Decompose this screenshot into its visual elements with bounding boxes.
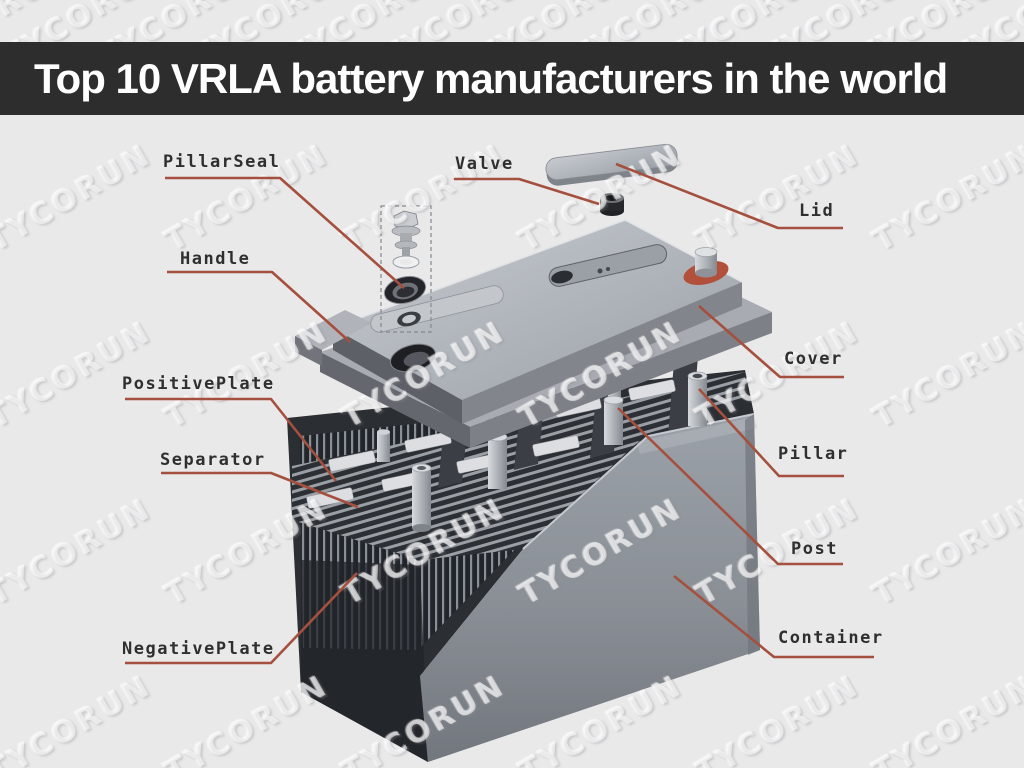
watermark-text: TYCORUN (690, 314, 866, 436)
leader-line-valve (453, 177, 600, 206)
lid-shape (545, 143, 678, 186)
leader-line-cover (698, 305, 844, 379)
watermark-text: TYCORUN (0, 491, 158, 613)
watermark-text: TYCORUN (513, 137, 689, 259)
part-label-separator: Separator (160, 450, 266, 470)
plate-stack (287, 370, 754, 762)
watermark-text: TYCORUN (690, 668, 866, 768)
leader-line-negative-plate (125, 572, 358, 665)
page-title: Top 10 VRLA battery manufacturers in the… (34, 54, 948, 102)
watermark-text: TYCORUN (0, 314, 158, 436)
cell-straps (377, 359, 621, 462)
leader-line-positive-plate (125, 397, 338, 482)
terminal-seal-ring (683, 247, 729, 286)
watermark-text: TYCORUN (690, 137, 866, 259)
watermark-text: TYCORUN (336, 314, 512, 436)
pillar-seal-assembly (380, 205, 432, 333)
watermark-text: TYCORUN (0, 137, 158, 259)
vent-slot (548, 244, 668, 287)
part-label-container: Container (778, 628, 884, 648)
leader-line-pillar-seal (165, 176, 405, 289)
watermark-text: TYCORUN (159, 314, 335, 436)
watermark-text: TYCORUN (513, 668, 689, 768)
watermark-text: TYCORUN (513, 491, 689, 613)
part-label-lid: Lid (799, 201, 835, 221)
leader-line-lid (615, 162, 843, 230)
watermark-text: TYCORUN (159, 668, 335, 768)
watermark-text: TYCORUN (336, 137, 512, 259)
plate-stack-and-container (287, 356, 760, 762)
part-label-pillar: Pillar (778, 444, 849, 464)
watermark-text: TYCORUN (336, 668, 512, 768)
watermark-text: TYCORUN (336, 491, 512, 613)
leader-line-post (617, 407, 843, 566)
watermark-text: TYCORUN (867, 137, 1024, 259)
watermark-text: TYCORUN (159, 137, 335, 259)
part-label-pillar-seal: PillarSeal (163, 152, 281, 172)
watermark-text: TYCORUN (513, 314, 689, 436)
part-label-valve: Valve (455, 154, 514, 174)
leader-line-container (673, 574, 874, 659)
post-shapes (411, 395, 624, 532)
leader-line-separator (161, 471, 359, 509)
leader-line-handle (167, 270, 351, 343)
watermark-text: TYCORUN (159, 491, 335, 613)
part-label-cover: Cover (784, 349, 843, 369)
pillar-shape (687, 371, 708, 426)
part-label-negative-plate: NegativePlate (122, 639, 275, 659)
part-label-handle: Handle (180, 249, 251, 269)
watermark-text: TYCORUN (867, 491, 1024, 613)
watermark-text: TYCORUN (0, 668, 158, 768)
part-label-positive-plate: PositivePlate (122, 374, 275, 394)
watermark-text: TYCORUN (867, 668, 1024, 768)
watermark-text: TYCORUN (867, 314, 1024, 436)
part-label-post: Post (791, 539, 838, 559)
leader-line-pillar (698, 388, 844, 478)
valve-shape (600, 193, 624, 216)
cover-shape (295, 219, 772, 448)
watermark-text: TYCORUN (690, 491, 866, 613)
handle-groove (370, 285, 504, 333)
container-shape (420, 414, 760, 762)
title-banner: Top 10 VRLA battery manufacturers in the… (0, 42, 1024, 115)
